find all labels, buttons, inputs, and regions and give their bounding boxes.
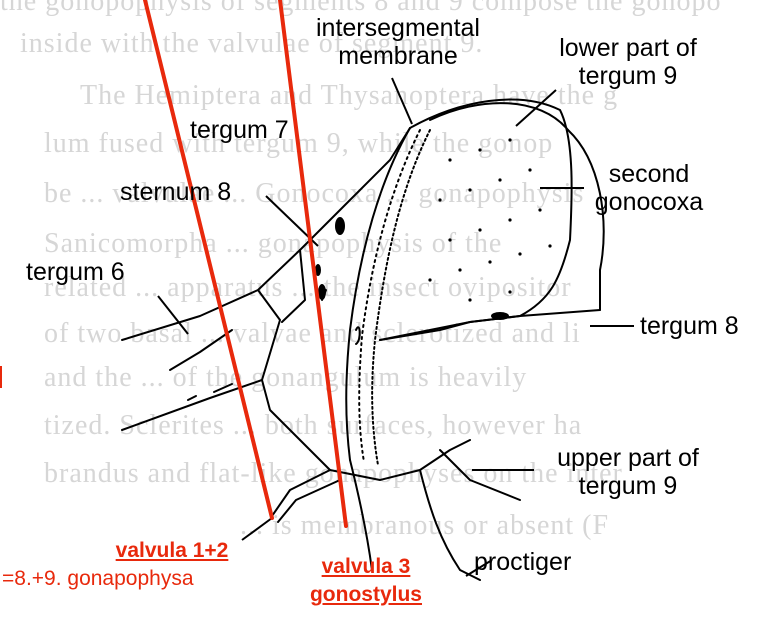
membrane-band-dots <box>359 130 420 462</box>
label-proctiger: proctiger <box>474 548 571 576</box>
ovipositor-rod-b <box>272 470 330 516</box>
label-gonostylus: gonostylus <box>292 582 440 608</box>
label-upper-part-tergum9: upper part of tergum 9 <box>536 444 720 500</box>
tergum9-edge <box>568 130 604 310</box>
label-sternum8: sternum 8 <box>120 178 231 206</box>
leader-valvula12 <box>242 518 272 540</box>
tergum9-lower-outline <box>430 103 568 130</box>
leader-intersegmental-membrane <box>392 78 412 124</box>
label-lower-part-tergum9: lower part of tergum 9 <box>548 34 708 90</box>
gonocoxa-stipple <box>428 138 551 301</box>
label-line: tergum 9 <box>536 472 720 500</box>
red-pointer-valvula12 <box>145 0 272 518</box>
red-pointer-valvula3 <box>280 0 346 526</box>
tergum6-inner-line <box>170 330 232 370</box>
leader-lower-tergum9 <box>516 90 556 126</box>
label-valvula3: valvula 3 <box>296 554 436 580</box>
label-line: lower part of <box>548 34 708 62</box>
tergum8-spot <box>491 312 509 320</box>
label-line: tergum 9 <box>548 62 708 90</box>
label-intersegmental-membrane: intersegmental membrane <box>306 14 490 70</box>
gonocoxa-outline <box>380 100 572 340</box>
label-gonapophysa: =8.+9. gonapophysa <box>2 566 194 592</box>
membrane-band-inner <box>372 130 430 465</box>
segment-edge <box>282 250 305 322</box>
label-line: upper part of <box>536 444 720 472</box>
tergum7-outline <box>300 128 410 250</box>
label-line: membrane <box>306 42 490 70</box>
upper-tergum9-fold <box>440 450 520 500</box>
tergum7-spot <box>335 217 345 235</box>
tergum6-dash <box>188 396 196 400</box>
label-line: intersegmental <box>306 14 490 42</box>
ovipositor-rod-a <box>278 480 340 522</box>
label-valvula12: valvula 1+2 <box>92 538 252 564</box>
label-tergum6: tergum 6 <box>26 258 125 286</box>
label-line: second <box>584 160 714 188</box>
sternum-mark <box>356 327 360 344</box>
label-second-gonocoxa: second gonocoxa <box>584 160 714 216</box>
label-line: gonocoxa <box>584 188 714 216</box>
label-tergum7: tergum 7 <box>190 116 289 144</box>
label-tergum8: tergum 8 <box>640 312 739 340</box>
membrane-band-outer <box>346 128 410 460</box>
